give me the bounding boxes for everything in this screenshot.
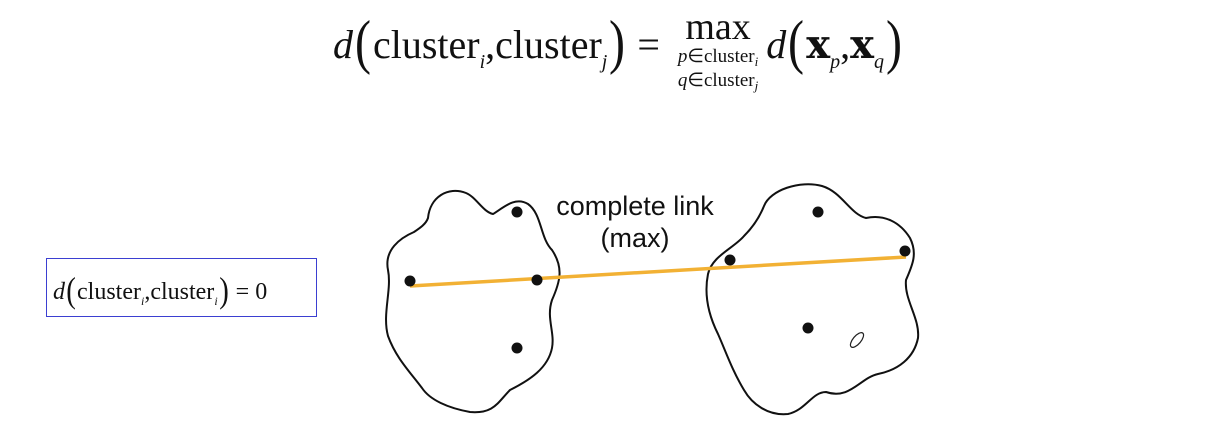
formula-comma-rhs: , xyxy=(840,22,851,67)
right-cluster-outline xyxy=(705,183,920,416)
formula-sub-j: j xyxy=(601,51,608,73)
vector-x-q: x xyxy=(850,21,874,68)
formula-rhs-d: d xyxy=(766,22,787,67)
data-point xyxy=(899,245,911,257)
box-comma: , xyxy=(144,279,151,305)
formula-equals: = xyxy=(637,22,660,67)
data-point xyxy=(531,274,543,286)
paren-right: ) xyxy=(609,9,626,75)
vector-x-p: x xyxy=(806,21,831,68)
data-point xyxy=(802,322,814,334)
paren-left: ( xyxy=(354,9,371,75)
box-paren-right: ) xyxy=(218,270,229,310)
box-d: d xyxy=(53,279,65,305)
box-cluster-1: cluster xyxy=(77,279,141,305)
data-point xyxy=(724,254,736,266)
self-distance-formula-box: d(clusteri,clusteri) = 0 xyxy=(46,258,317,317)
data-point xyxy=(404,275,416,287)
max-condition-q: q∈clusterj xyxy=(677,69,759,93)
pen-cursor-icon xyxy=(849,332,865,348)
box-cluster-2: cluster xyxy=(150,279,215,305)
label-line-2: (max) xyxy=(600,223,670,254)
vector-sub-q: q xyxy=(873,51,884,73)
formula-d: d xyxy=(333,22,353,67)
max-operator: max p∈clusteri q∈clusterj xyxy=(678,8,758,94)
data-point xyxy=(812,206,824,218)
box-sub-1: i xyxy=(140,294,145,308)
paren-left-rhs: ( xyxy=(788,9,805,75)
data-point xyxy=(511,342,523,354)
label-line-1: complete link xyxy=(556,191,714,221)
formula-cluster-j: cluster xyxy=(495,22,602,67)
complete-link-label: complete link (max) xyxy=(535,190,735,255)
complete-link-formula: d(clusteri,clusterj) = max p∈clusteri q∈… xyxy=(333,8,904,94)
box-rhs: = 0 xyxy=(235,279,268,305)
box-paren-left: ( xyxy=(66,270,76,310)
paren-right-rhs: ) xyxy=(885,9,902,75)
data-point xyxy=(511,206,523,218)
left-cluster-outline xyxy=(385,190,561,414)
max-word: max xyxy=(685,6,751,48)
formula-sub-i: i xyxy=(479,51,486,73)
max-condition-p: p∈clusteri xyxy=(677,46,759,69)
formula-comma: , xyxy=(485,22,496,67)
formula-cluster-i: cluster xyxy=(372,22,480,67)
box-sub-2: i xyxy=(214,294,218,308)
vector-sub-p: p xyxy=(830,51,841,73)
complete-link-line xyxy=(409,255,907,288)
